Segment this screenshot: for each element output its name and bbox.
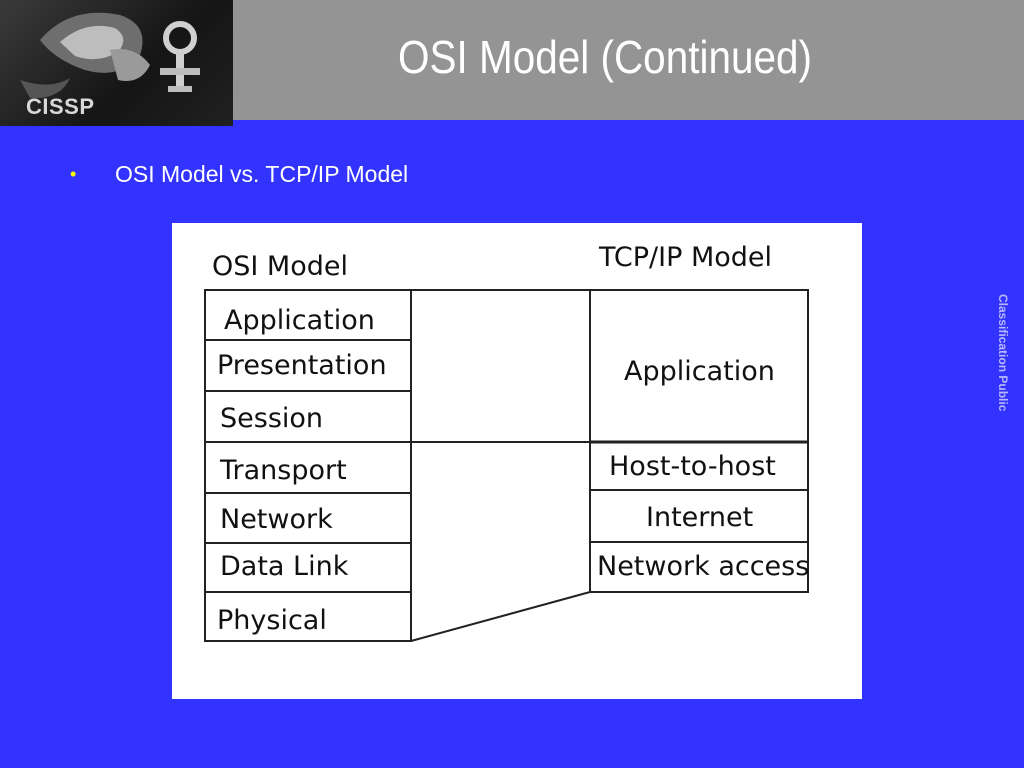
bullet-text: OSI Model vs. TCP/IP Model [115, 161, 409, 187]
osi-heading: OSI Model [212, 251, 348, 282]
osi-vs-tcpip-diagram: OSI Model TCP/IP Model Application Prese… [172, 223, 862, 699]
tcpip-layer-network-access: Network access [597, 551, 809, 582]
osi-layer-session: Session [220, 403, 323, 434]
tcpip-layer-application: Application [624, 356, 775, 387]
connector-bottom [410, 591, 591, 642]
tcpip-heading: TCP/IP Model [598, 242, 772, 273]
page-title: OSI Model (Continued) [397, 31, 812, 83]
osi-column [204, 289, 412, 642]
bullet-marker: • [70, 164, 77, 184]
tcpip-layer-host-to-host: Host-to-host [609, 451, 776, 482]
key-lock-icon [20, 12, 200, 99]
bullet-item: • OSI Model vs. TCP/IP Model [70, 161, 408, 188]
cissp-logo: CISSP [0, 0, 233, 126]
osi-layer-data-link: Data Link [220, 551, 349, 582]
logo-text: CISSP [26, 94, 95, 119]
classification-label: Classification Public [996, 294, 1010, 412]
osi-layer-physical: Physical [217, 605, 327, 636]
osi-layer-presentation: Presentation [217, 350, 387, 381]
osi-layer-network: Network [220, 504, 333, 535]
osi-layer-transport: Transport [219, 455, 347, 486]
tcpip-layer-internet: Internet [646, 502, 753, 533]
osi-layer-application: Application [224, 305, 375, 336]
